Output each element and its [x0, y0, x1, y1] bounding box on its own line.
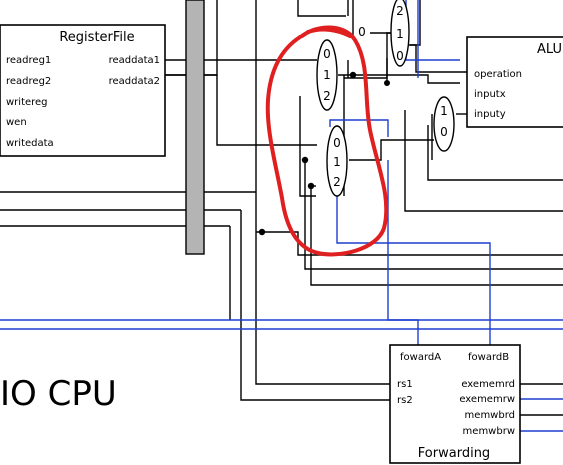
- forwarding-input-exememrd: exememrd: [461, 379, 515, 390]
- register-file-output-readdata2: readdata2: [109, 76, 160, 87]
- svg-text:1: 1: [323, 68, 331, 82]
- register-file-title: RegisterFile: [59, 30, 134, 45]
- forwarding-output-fowardA: fowardA: [400, 352, 441, 363]
- mux-alu: 1 0: [433, 96, 455, 152]
- constant-zero-label: 0: [358, 25, 366, 39]
- svg-text:2: 2: [396, 4, 404, 18]
- forwarding-input-exememrw: exememrw: [459, 394, 515, 405]
- register-file-input-readreg2: readreg2: [6, 76, 51, 87]
- register-file-input-readreg1: readreg1: [6, 55, 51, 66]
- register-file-input-writedata: writedata: [6, 138, 54, 149]
- register-file-output-readdata1: readdata1: [109, 55, 160, 66]
- forwarding-input-memwbrw: memwbrw: [463, 426, 515, 437]
- svg-text:1: 1: [396, 27, 404, 41]
- register-file-input-wen: wen: [6, 117, 27, 128]
- forwarding-input-rs2: rs2: [397, 395, 413, 406]
- forwarding-input-memwbrd: memwbrd: [465, 410, 515, 421]
- forwarding-unit: fowardA fowardB rs1 rs2 exememrd exememr…: [389, 344, 521, 464]
- forwarding-output-fowardB: fowardB: [468, 352, 509, 363]
- alu-port-inputy: inputy: [474, 109, 506, 120]
- wire-junctions: [258, 71, 390, 236]
- svg-text:2: 2: [333, 175, 341, 189]
- register-file-input-writereg: writereg: [6, 97, 48, 108]
- svg-text:0: 0: [323, 47, 331, 61]
- svg-text:0: 0: [333, 136, 341, 150]
- red-annotation-loop: [265, 25, 389, 257]
- svg-text:0: 0: [396, 49, 404, 63]
- forwarding-input-rs1: rs1: [397, 379, 413, 390]
- mux-top: 2 1 0: [390, 0, 410, 67]
- forward-wires: [0, 0, 563, 432]
- pipeline-register: [185, 0, 205, 255]
- svg-text:2: 2: [323, 89, 331, 103]
- svg-text:1: 1: [333, 155, 341, 169]
- svg-text:0: 0: [440, 125, 448, 139]
- alu-block: ALU operation inputx inputy: [466, 36, 563, 128]
- mux-a: 0 1 2: [316, 39, 338, 111]
- alu-port-inputx: inputx: [474, 89, 506, 100]
- mux-b: 0 1 2: [326, 125, 348, 197]
- alu-port-operation: operation: [474, 69, 522, 80]
- svg-text:1: 1: [440, 104, 448, 118]
- alu-title: ALU: [537, 42, 562, 57]
- cpu-caption: IO CPU: [0, 374, 117, 414]
- forwarding-title: Forwarding: [418, 446, 490, 461]
- register-file-block: RegisterFile readreg1 readreg2 writereg …: [0, 24, 166, 157]
